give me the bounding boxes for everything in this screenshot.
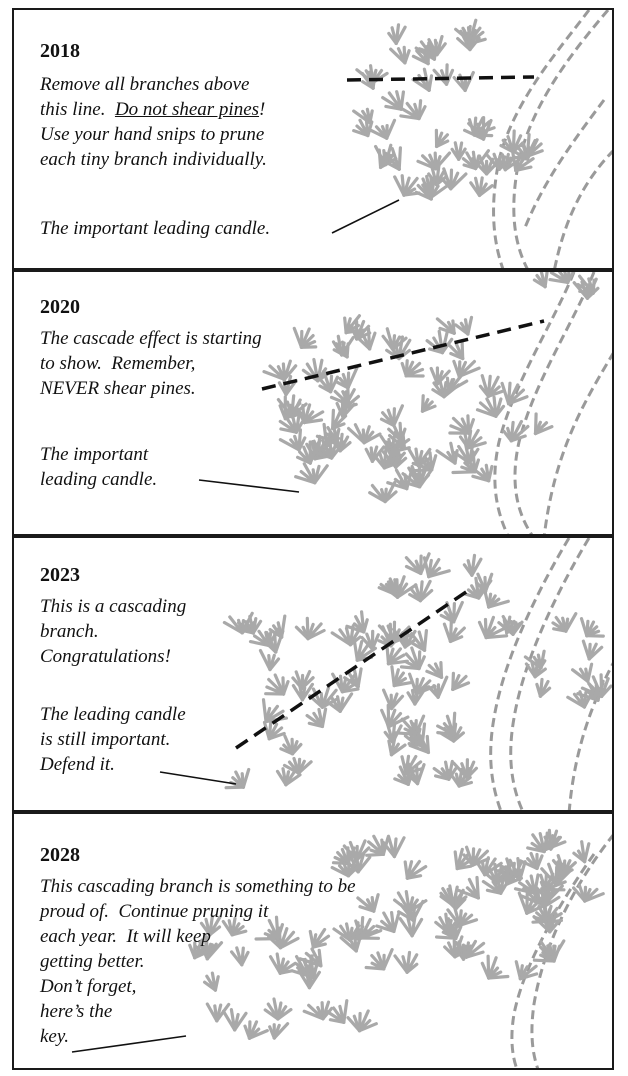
- pine-needle: [453, 321, 454, 333]
- pine-needle: [425, 631, 427, 651]
- text-line: Defend it.: [40, 754, 115, 775]
- text-line: branch.: [40, 621, 99, 642]
- pine-needle: [394, 915, 399, 932]
- text-line: This cascading branch is something to be: [40, 876, 356, 897]
- text-line: to show. Remember,: [40, 353, 195, 374]
- pine-needle: [403, 433, 405, 448]
- year-label: 2018: [40, 40, 80, 63]
- pine-needle: [441, 663, 442, 678]
- callout-pointer: [332, 200, 399, 233]
- instruction-text: The cascade effect is starting to show. …: [40, 326, 262, 401]
- text-line: Remove all branches above: [40, 74, 249, 95]
- foliage: [354, 20, 543, 199]
- pine-needle: [404, 193, 419, 195]
- text-line: The important: [40, 444, 148, 465]
- pine-needle: [401, 92, 403, 109]
- pine-needle: [399, 148, 400, 169]
- pine-needle: [368, 122, 372, 136]
- pine-needle: [588, 664, 592, 681]
- pine-needle: [593, 280, 594, 293]
- pine-needle: [477, 878, 478, 898]
- text-line: proud of. Continue pruning it: [40, 901, 268, 922]
- text-line: Congratulations!: [40, 646, 171, 667]
- text-line: The cascade effect is starting: [40, 328, 262, 349]
- pine-needle: [545, 272, 547, 287]
- panel-2020: 2020 The cascade effect is starting to s…: [12, 270, 614, 536]
- prune-cut-line: [262, 321, 544, 389]
- text-line: each year. It will keep: [40, 926, 211, 947]
- pine-needle: [364, 620, 367, 632]
- foliage: [264, 272, 598, 502]
- year-label: 2023: [40, 564, 80, 587]
- panel-2018: 2018 Remove all branches above this line…: [12, 8, 614, 270]
- year-label: 2020: [40, 296, 80, 319]
- panel-2028: 2028 This cascading branch is something …: [12, 812, 614, 1070]
- foliage: [224, 554, 611, 788]
- callout-text: The important leading candle.: [40, 442, 157, 492]
- pine-needle: [462, 341, 463, 358]
- pine-needle: [455, 451, 457, 464]
- pine-needle: [468, 317, 472, 334]
- pine-needle: [358, 669, 361, 687]
- callout-text: The important leading candle.: [40, 216, 270, 241]
- text-line: Don’t forget,: [40, 976, 136, 997]
- pine-needle: [434, 43, 436, 59]
- pine-needle: [322, 709, 325, 726]
- instruction-text: This is a cascading branch. Congratulati…: [40, 594, 186, 669]
- text-line: is still important.: [40, 729, 170, 750]
- instruction-text: This cascading branch is something to be…: [40, 874, 356, 1049]
- pine-needle: [489, 467, 492, 481]
- trunk: [491, 538, 614, 812]
- text-line: leading candle.: [40, 469, 157, 490]
- pine-needle: [374, 895, 378, 911]
- pine-needle: [432, 456, 436, 470]
- panel-2023: 2023 This is a cascading branch. Congrat…: [12, 536, 614, 812]
- pine-needle: [489, 977, 508, 979]
- text-line: here’s the: [40, 1001, 112, 1022]
- text-line: This is a cascading: [40, 596, 186, 617]
- pine-needle: [585, 844, 589, 862]
- trunk: [494, 10, 614, 270]
- pine-needle: [457, 866, 471, 868]
- text-line: this line.: [40, 99, 115, 120]
- text-emphasis: Do not shear pines: [115, 99, 259, 120]
- callout-text: The leading candle is still important. D…: [40, 702, 186, 777]
- trunk: [495, 272, 614, 536]
- text-line: !: [259, 99, 265, 120]
- year-label: 2028: [40, 844, 80, 867]
- pine-needle: [429, 76, 431, 91]
- callout-pointer: [199, 480, 299, 492]
- text-line: getting better.: [40, 951, 144, 972]
- instruction-text: Remove all branches above this line. Do …: [40, 72, 267, 172]
- pine-illustration-2020: [14, 272, 614, 536]
- text-line: key.: [40, 1026, 69, 1047]
- text-line: Use your hand snips to prune: [40, 124, 264, 145]
- text-line: The leading candle: [40, 704, 186, 725]
- pine-needle: [486, 636, 507, 638]
- text-line: each tiny branch individually.: [40, 149, 267, 170]
- pine-needle: [427, 737, 428, 753]
- text-line: NEVER shear pines.: [40, 378, 196, 399]
